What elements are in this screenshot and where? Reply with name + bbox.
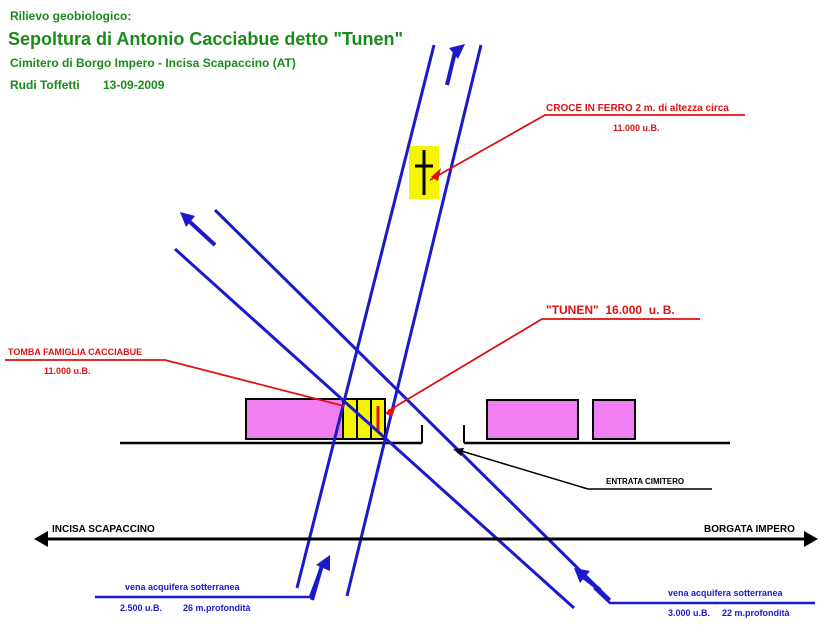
vein-left-depth: 26 m.profondità (183, 603, 251, 613)
header-line1: Rilievo geobiologico: (10, 9, 131, 23)
vein-b-upper-edge (213, 208, 612, 602)
vein-right-title: vena acquifera sotterranea (668, 588, 784, 598)
cross-value: 11.000 u.B. (613, 123, 660, 133)
tunen-leader-arrow (385, 406, 396, 417)
header-author: Rudi Toffetti (10, 78, 80, 92)
vein-right-depth: 22 m.profondità (722, 608, 790, 618)
family-tomb-value: 11.000 u.B. (44, 366, 91, 376)
flow-arrow-bottom-left (310, 555, 330, 601)
tomb-small (592, 399, 636, 440)
road-arrow-left-icon (34, 531, 48, 547)
vein-right-leader (593, 587, 815, 605)
road-label-right: BORGATA IMPERO (704, 524, 795, 535)
entrance-leader-arrow (453, 448, 464, 456)
vein-left-ub: 2.500 u.B. (120, 603, 162, 613)
header-location: Cimitero di Borgo Impero - Incisa Scapac… (10, 56, 296, 70)
entrance-leader (457, 449, 712, 490)
vein-a-right-edge (345, 44, 483, 597)
tomb-left (245, 398, 345, 440)
cross-leader-arrow (431, 168, 441, 181)
tomb-right (486, 399, 579, 440)
road-arrow-right-icon (804, 531, 818, 547)
header-title: Sepoltura di Antonio Cacciabue detto "Tu… (8, 29, 403, 49)
vein-b-lower-edge (173, 247, 576, 610)
family-tomb-leader (5, 359, 345, 407)
vein-a-left-edge (295, 44, 436, 589)
tunen-leader (387, 318, 700, 412)
flow-arrow-bottom-right (574, 568, 602, 592)
cross-title: CROCE IN FERRO 2 m. di altezza circa (546, 103, 729, 114)
tunen-label: "TUNEN" 16.000 u. B. (546, 303, 675, 317)
vein-right-ub: 3.000 u.B. (668, 608, 710, 618)
vein-left-title: vena acquifera sotterranea (125, 582, 241, 592)
flow-arrow-left (180, 212, 217, 247)
family-tomb-title: TOMBA FAMIGLIA CACCIABUE (8, 347, 142, 357)
flow-arrow-top (445, 44, 465, 86)
road-label-left: INCISA SCAPACCINO (52, 524, 155, 535)
vein-left-leader (95, 569, 322, 599)
entrance-label: ENTRATA CIMITERO (606, 477, 684, 486)
header-date: 13-09-2009 (103, 78, 165, 92)
cross-leader (429, 114, 745, 181)
